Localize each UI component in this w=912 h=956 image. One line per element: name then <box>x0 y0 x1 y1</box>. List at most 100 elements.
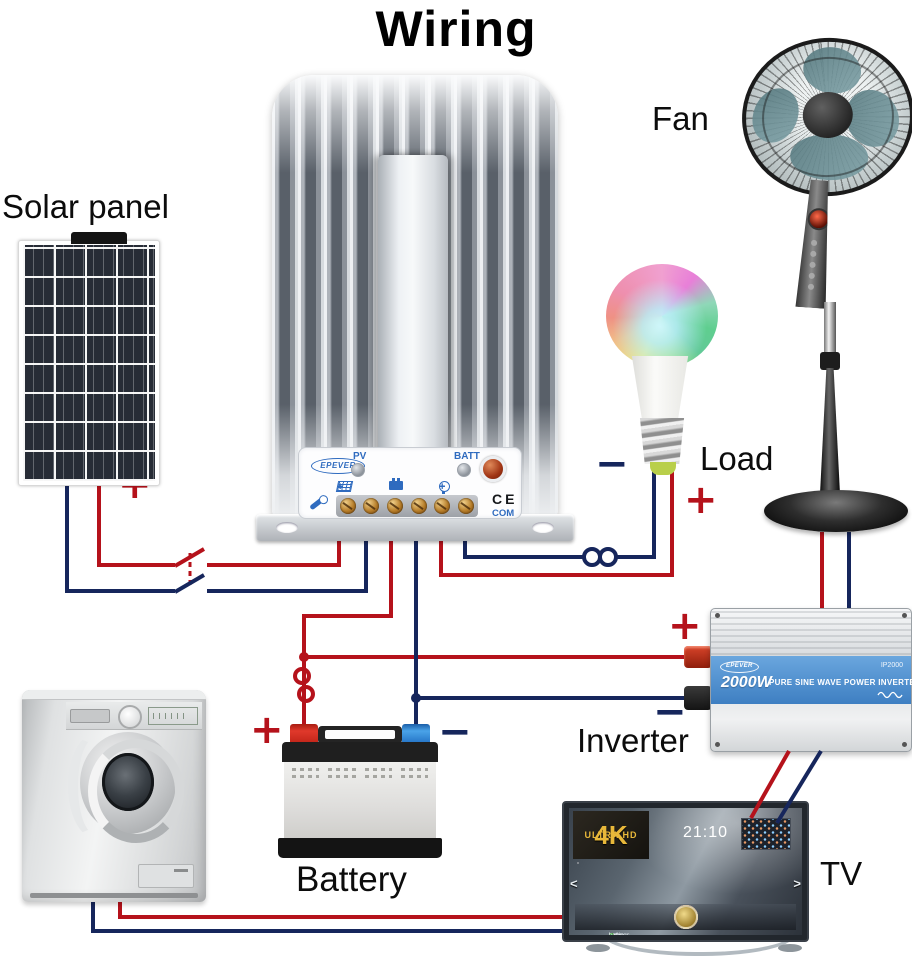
com-port-label: COM <box>492 508 515 519</box>
chevron-right-icon[interactable]: > <box>793 876 801 891</box>
junction-positive <box>299 652 309 662</box>
washer-door[interactable] <box>80 732 184 843</box>
ce-mark: CE <box>492 491 518 507</box>
bulb-icon <box>439 481 450 494</box>
sine-wave-icon <box>877 691 903 699</box>
inverter-model: IP2000 <box>880 662 903 669</box>
fan-base <box>764 490 908 532</box>
wire-tv-negative <box>775 749 823 825</box>
bulb-neck <box>631 356 689 420</box>
wire-washer-negative <box>91 896 590 933</box>
battery-vents <box>292 768 428 779</box>
washer-base <box>30 893 198 898</box>
washer-drawer[interactable] <box>138 864 194 888</box>
wire-solar-positive <box>97 472 175 567</box>
solar-panel <box>18 232 160 486</box>
washer-lcd <box>148 707 198 725</box>
tv-tile[interactable] <box>577 862 579 864</box>
tv-app-row <box>575 904 796 930</box>
battery-negative-sign: − <box>438 709 472 755</box>
load-terminal-signs: + − <box>439 481 450 494</box>
batt-led <box>457 463 471 477</box>
washer-control-panel <box>66 702 202 730</box>
screw-dot <box>715 613 720 618</box>
wire-solar-negative <box>65 472 175 593</box>
page-title: Wiring <box>375 1 537 57</box>
tv-app-icon[interactable] <box>673 905 698 929</box>
tv-4k-text: 4K <box>594 820 628 850</box>
inverter-name: PURE SINE WAVE POWER INVERTER <box>769 678 912 687</box>
chevron-left-icon[interactable]: < <box>570 876 578 891</box>
terminal-screw[interactable] <box>363 498 380 514</box>
inverter-negative-connector <box>684 686 712 710</box>
bulb-contact-tip <box>650 462 676 475</box>
fan-pole-lower <box>820 368 840 494</box>
tv-label: TV <box>820 855 863 892</box>
battery-positive-terminal <box>290 724 318 744</box>
battery-body <box>284 762 436 838</box>
tv-app-grid-panel <box>741 818 791 850</box>
washer-knob[interactable] <box>118 705 142 729</box>
inverter-positive-connector <box>684 646 712 668</box>
terminal-strip <box>336 495 478 517</box>
tv-stand-foot <box>778 944 802 952</box>
switch-blade-negative <box>173 573 206 594</box>
epever-logo: EPEVER <box>311 458 365 474</box>
inverter-label: Inverter <box>577 722 689 759</box>
screw-dot <box>902 742 907 747</box>
washing-machine <box>22 690 206 902</box>
washer-door-rim <box>88 739 184 843</box>
battery-top <box>282 742 438 762</box>
epever-logo: EPEVER <box>720 661 759 673</box>
terminal-screw[interactable] <box>387 498 404 514</box>
washer-drum <box>102 753 154 811</box>
tv-tile-row <box>577 862 794 900</box>
wire-pv-negative <box>207 528 368 593</box>
pv-led <box>351 463 365 477</box>
washer-top <box>22 690 206 700</box>
wire-washer-positive <box>118 896 567 919</box>
battery-positive-coil <box>297 685 315 703</box>
tv-stand-foot <box>586 944 610 952</box>
load-positive-sign: + <box>684 477 718 523</box>
fan-pole-upper <box>824 302 836 358</box>
battery-terminal-signs: + − <box>389 478 403 492</box>
terminal-screw[interactable] <box>339 498 356 514</box>
pv-minus-sign: − <box>337 480 344 493</box>
battery-base <box>278 838 442 858</box>
solar-panel-label: Solar panel <box>2 188 169 225</box>
solar-cells <box>23 245 155 481</box>
battery-handle <box>318 726 402 744</box>
wire-tv-positive <box>749 750 791 819</box>
inverter-band: EPEVER 2000W PURE SINE WAVE POWER INVERT… <box>711 656 912 704</box>
tv-menu-row: login hot settings home <box>609 931 782 935</box>
battery-positive-sign: + <box>250 707 284 753</box>
washer-door-hinge <box>68 734 122 838</box>
screw-dot <box>902 613 907 618</box>
load-label: Load <box>700 440 774 477</box>
batt-indicator-label: BATT <box>454 451 480 462</box>
screw-dot <box>715 742 720 747</box>
load-negative-sign: − <box>595 441 629 487</box>
terminal-screw[interactable] <box>458 498 475 514</box>
controller-button[interactable] <box>480 456 506 482</box>
tv: 4K ULTRA HD 21:10 < > login hot <box>562 801 809 942</box>
tv-clock: 21:10 <box>683 824 729 841</box>
battery-label: Battery <box>296 860 407 899</box>
rgb-bulb-globe <box>606 264 718 368</box>
tv-screen: 4K ULTRA HD 21:10 < > login hot <box>569 808 802 935</box>
tv-uhd-text: ULTRA HD <box>584 830 638 840</box>
terminal-screw[interactable] <box>410 498 427 514</box>
wire-load-negative <box>616 468 656 559</box>
battery-positive-coil <box>293 667 311 685</box>
inverter-ribs <box>711 609 911 655</box>
solar-junction-box <box>71 232 127 244</box>
fan-pole-collar <box>820 352 840 370</box>
terminal-screw[interactable] <box>434 498 451 514</box>
controller-front-panel: EPEVER PV BATT + − + − + − CE <box>298 447 522 519</box>
bulb-screw-base <box>639 418 685 464</box>
battery-icon <box>389 478 403 490</box>
